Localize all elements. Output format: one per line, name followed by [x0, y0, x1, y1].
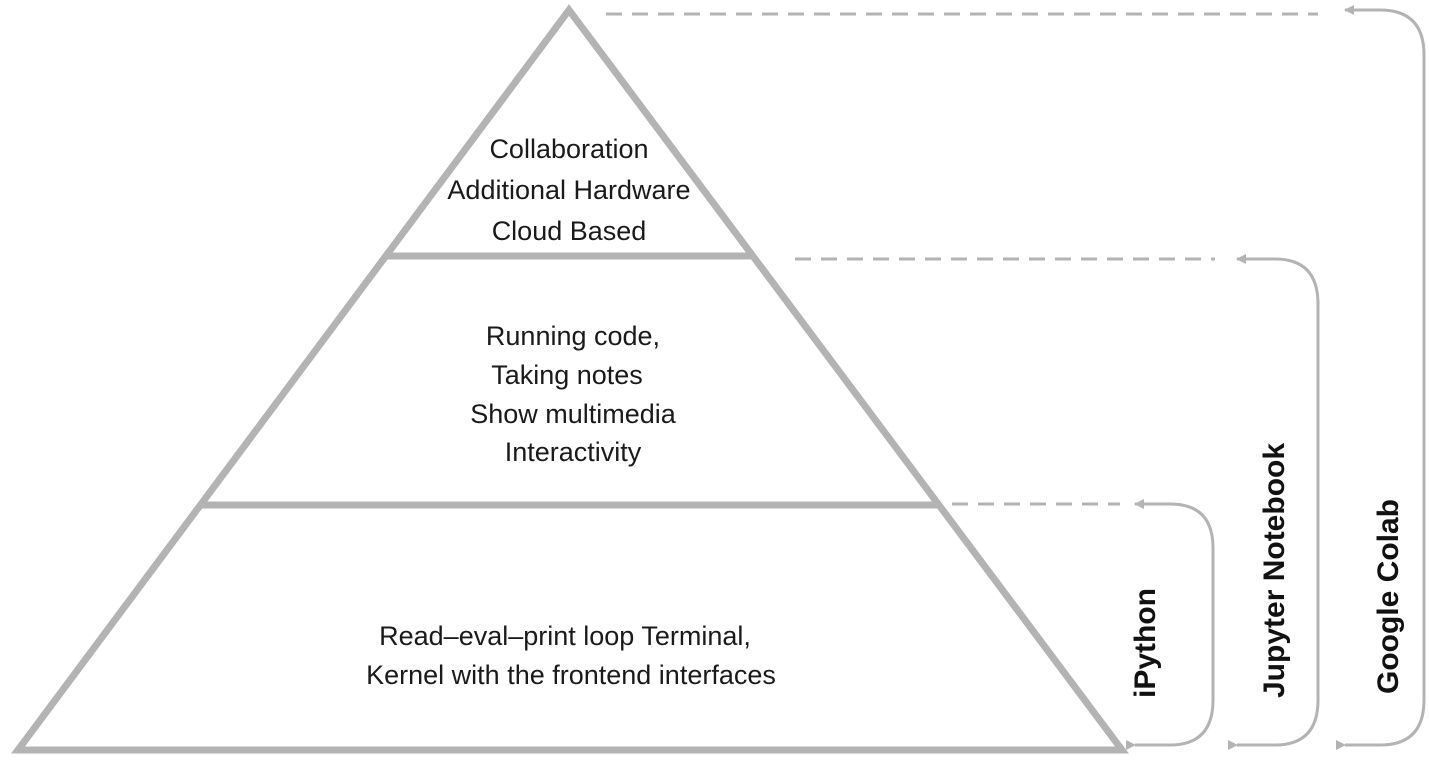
- label-ipython: iPython: [1129, 588, 1162, 698]
- tier-middle-line-4: Interactivity: [505, 437, 642, 467]
- label-google-colab: Google Colab: [1372, 499, 1405, 694]
- tier-middle-line-3: Show multimedia: [470, 399, 677, 429]
- tier-middle-line-2: Taking notes: [491, 360, 643, 390]
- bracket-arrow-jupyter: [1228, 254, 1320, 750]
- bracket-arrow-colab: [1336, 5, 1426, 750]
- tier-middle-line-1: Running code,: [486, 321, 660, 351]
- bracket-arrow-ipython: [1126, 499, 1215, 750]
- tier-bottom-line-1: Read–eval–print loop Terminal,: [379, 621, 751, 651]
- tier-top-line-2: Additional Hardware: [447, 175, 690, 205]
- pyramid-outline: [11, 4, 1129, 754]
- tier-bottom-line-2: Kernel with the frontend interfaces: [366, 660, 776, 690]
- tier-top-line-3: Cloud Based: [492, 216, 647, 246]
- label-jupyter-notebook: Jupyter Notebook: [1258, 443, 1291, 698]
- tier-top-line-1: Collaboration: [489, 134, 648, 164]
